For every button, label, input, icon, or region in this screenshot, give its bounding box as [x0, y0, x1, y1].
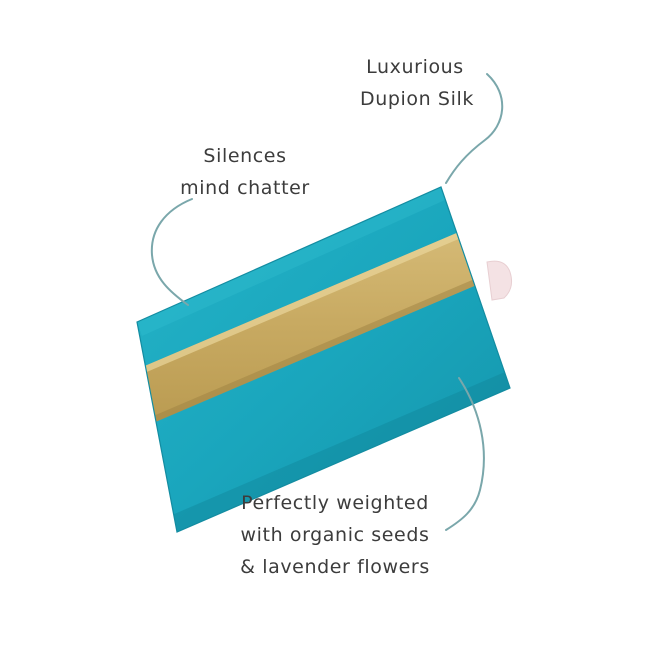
ribbon-highlight — [137, 206, 510, 391]
annotation-weight-line3: & lavender flowers — [240, 556, 430, 578]
annotation-silk-line2: Dupion Silk — [360, 88, 474, 110]
pillow-bottom-shade — [172, 372, 510, 532]
annotation-mind-line2: mind chatter — [180, 177, 310, 199]
ribbon-shade — [137, 252, 510, 437]
annotation-mind: Silences mind chatter — [165, 140, 325, 204]
fabric-tag-icon — [486, 260, 512, 301]
callout-line-silk — [445, 73, 504, 184]
annotation-weight: Perfectly weighted with organic seeds & … — [222, 487, 448, 583]
annotation-weight-line1: Perfectly weighted — [241, 492, 429, 514]
callout-line-mind — [150, 198, 193, 306]
satin-ribbon-band-icon — [137, 206, 510, 437]
annotation-silk: Luxurious Dupion Silk — [350, 51, 480, 115]
pillow-outline — [136, 186, 511, 533]
annotation-mind-line1: Silences — [203, 145, 287, 167]
callout-line-weight — [445, 377, 485, 531]
annotation-weight-line2: with organic seeds — [240, 524, 430, 546]
pillow-top-highlight — [137, 187, 445, 336]
annotation-silk-line1: Luxurious — [366, 56, 464, 78]
eye-pillow-icon — [136, 186, 511, 533]
